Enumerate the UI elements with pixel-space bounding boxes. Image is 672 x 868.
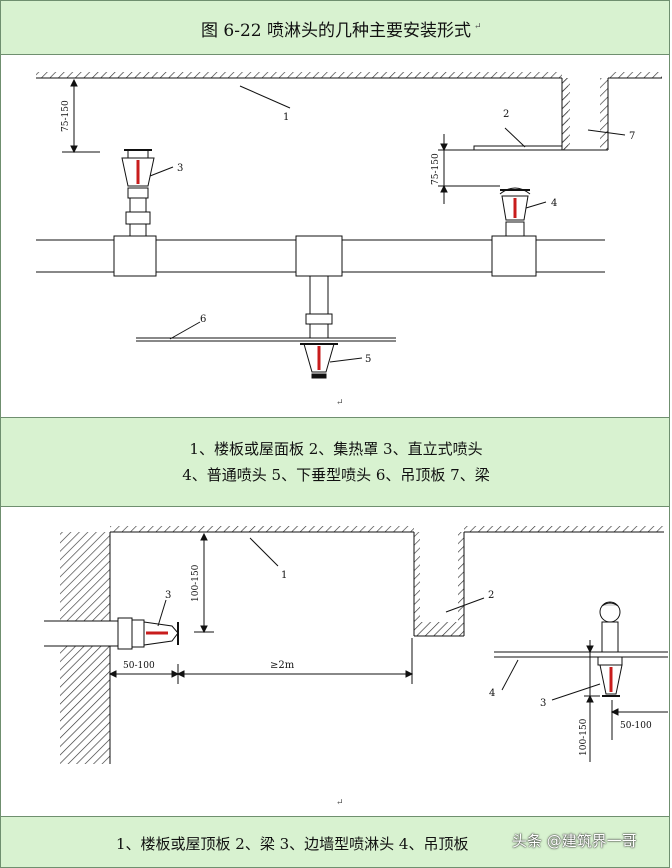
watermark: 头条 @建筑界一哥 [512, 832, 637, 850]
dimension-text: 75-150 [61, 100, 71, 132]
dimension-text: 100-150 [191, 564, 201, 602]
figure-1 [36, 72, 662, 379]
dimension-horizontal [108, 638, 414, 684]
label-5: 5 [365, 354, 371, 365]
dimension-right [438, 134, 500, 204]
dimension-text: 75-150 [431, 153, 441, 185]
label-1: 1 [281, 570, 287, 581]
pipe-tee-left [113, 235, 157, 277]
label-4: 4 [551, 198, 557, 209]
beam [413, 532, 465, 637]
label-2: 2 [503, 109, 509, 120]
pipe-tee-middle [295, 235, 343, 277]
beam [561, 78, 609, 151]
pendent-sprinkler [300, 275, 338, 379]
label-7: 7 [629, 131, 635, 142]
legend-band-1 [0, 417, 670, 507]
upright-sprinkler [121, 149, 155, 237]
dimension-text: 50-100 [123, 661, 155, 671]
heat-collector [473, 145, 563, 151]
side-wall [60, 532, 111, 764]
ceiling-slab [110, 526, 664, 533]
label-3: 3 [165, 590, 171, 601]
dimension-right [584, 640, 668, 762]
figure-2 [44, 526, 668, 764]
dimension-vertical [194, 532, 214, 634]
label-6: 6 [200, 314, 206, 325]
dimension-text: 50-100 [620, 721, 652, 731]
legend-2-line-1: 1、楼板或屋顶板 2、梁 3、边墙型喷淋头 4、吊顶板 [116, 835, 469, 853]
figure-title: 图 6-22 喷淋头的几种主要安装形式 [201, 21, 471, 41]
return-mark: ↵ [336, 798, 344, 808]
return-mark: ↵ [336, 398, 344, 408]
wall-pipe [44, 617, 145, 650]
label-4: 4 [489, 688, 495, 699]
ceiling-board [494, 651, 668, 658]
dimension-left [62, 78, 100, 154]
dimension-text: 100-150 [579, 718, 589, 756]
label-2: 2 [488, 590, 494, 601]
dimension-text: ≥2m [270, 660, 295, 671]
sidewall-sprinkler [143, 621, 179, 646]
legend-1-line-1: 1、楼板或屋面板 2、集热罩 3、直立式喷头 [189, 440, 483, 458]
pendent-sprinkler [597, 601, 623, 697]
label-3: 3 [177, 163, 183, 174]
ceiling-slab [36, 72, 662, 79]
legend-1-line-2: 4、普通喷头 5、下垂型喷头 6、吊顶板 7、梁 [182, 466, 490, 484]
pipe-tee-right [491, 235, 537, 277]
label-3: 3 [540, 698, 546, 709]
return-mark: ↵ [474, 22, 482, 32]
standard-sprinkler [499, 187, 531, 237]
title-band [0, 0, 670, 55]
diagram-panel-2 [0, 507, 670, 816]
label-1: 1 [283, 112, 289, 123]
ceiling-board [136, 337, 396, 342]
